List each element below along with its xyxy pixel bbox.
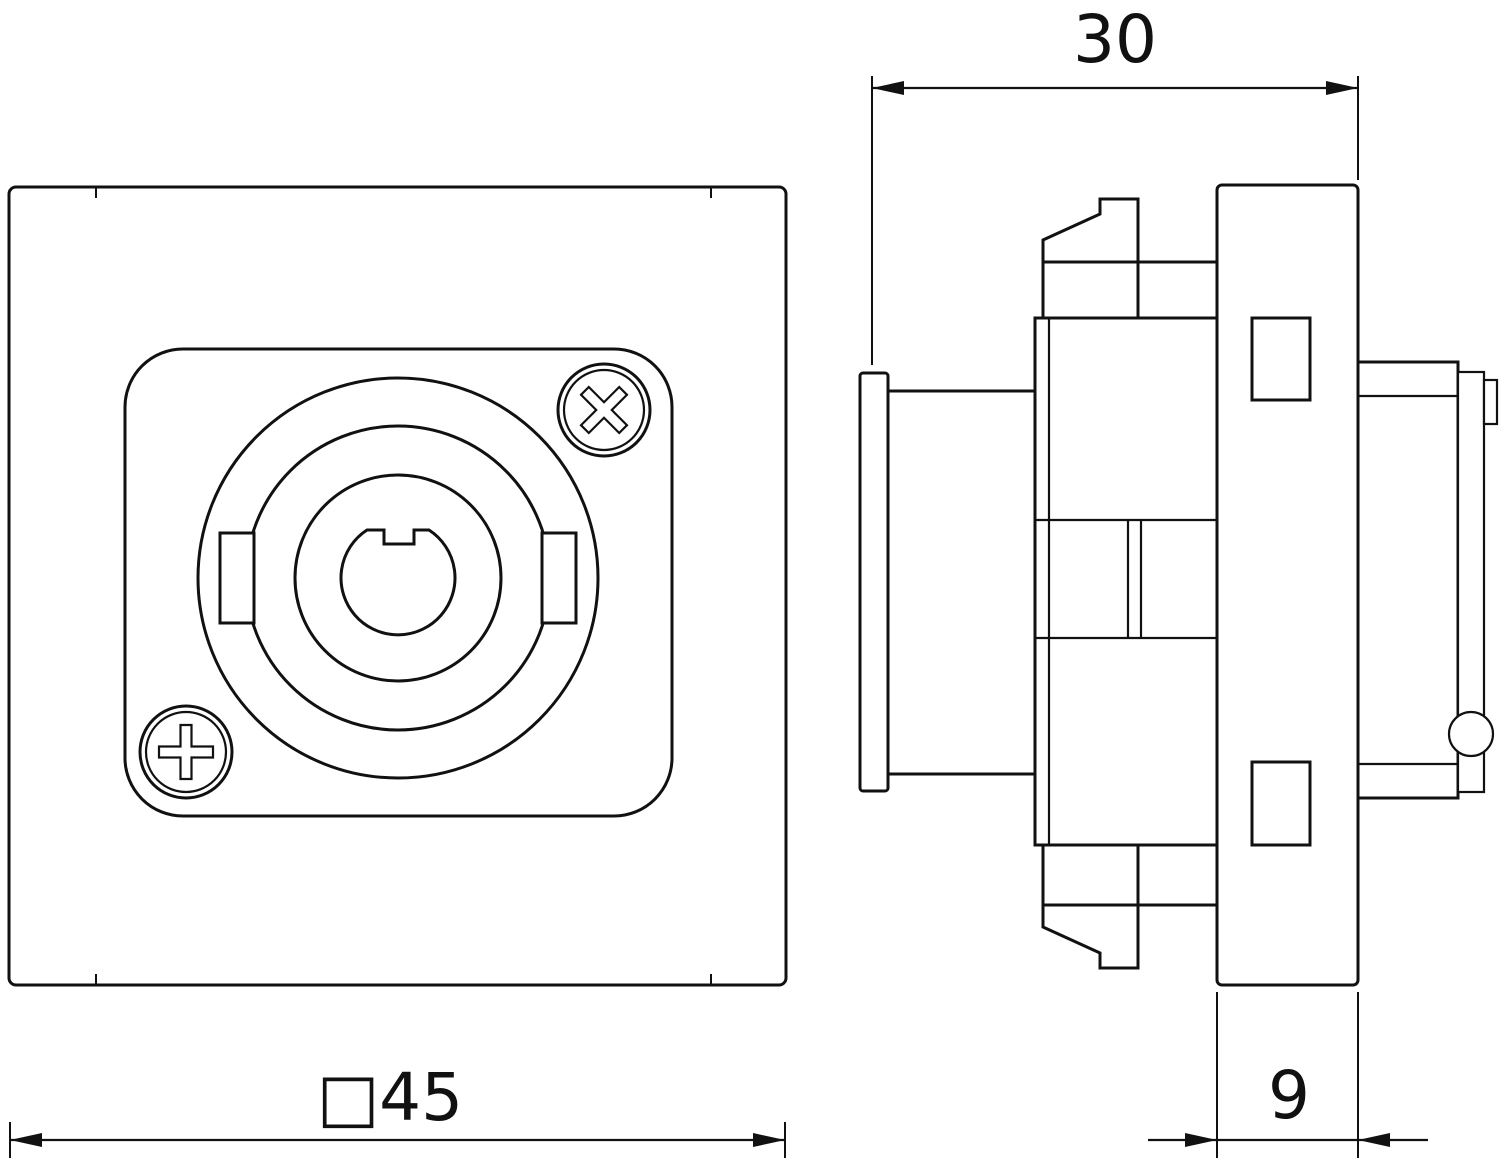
phillips-cross-icon xyxy=(579,385,629,435)
arrowhead-right xyxy=(1326,81,1358,95)
front-view xyxy=(7,185,788,987)
plate-window-top xyxy=(1250,316,1312,402)
dimension-label: 9 xyxy=(1268,1057,1310,1134)
screw-bottom-left xyxy=(138,704,234,800)
screw-top-right xyxy=(556,362,652,458)
mounting-plate-side xyxy=(1215,183,1360,987)
rear-housing-side xyxy=(1356,360,1499,800)
arrowhead-right xyxy=(1358,1133,1390,1147)
dim-plate-depth: 9 xyxy=(1148,992,1428,1158)
dimension-label: □45 xyxy=(317,1059,463,1136)
phillips-cross-icon xyxy=(157,723,215,781)
lock-tab-right xyxy=(540,531,578,625)
arrowhead-left xyxy=(872,81,904,95)
arrowhead-left xyxy=(10,1133,42,1147)
contact-tab xyxy=(1482,378,1499,426)
dim-depth-overall: 30 xyxy=(871,1,1359,365)
arrowhead-right xyxy=(753,1133,785,1147)
plate-seam-ticks xyxy=(95,188,712,984)
front-flange-side xyxy=(858,371,890,793)
snap-clip-top xyxy=(1041,197,1217,318)
mounting-block-side xyxy=(1033,316,1219,847)
dimension-label: 30 xyxy=(1073,1,1157,78)
module-frame xyxy=(123,347,674,818)
connector-body-side xyxy=(886,389,1037,776)
dim-front-width: □45 xyxy=(9,1059,786,1158)
latch-detail xyxy=(1035,518,1217,640)
arrowhead-left xyxy=(1185,1133,1217,1147)
plate-window-bottom xyxy=(1250,760,1312,847)
lock-tab-left xyxy=(218,531,256,625)
contact-spring-circle xyxy=(1447,710,1495,758)
connector-keyed-hole xyxy=(339,528,457,637)
side-view xyxy=(858,183,1499,987)
snap-clip-bottom xyxy=(1041,845,1217,970)
